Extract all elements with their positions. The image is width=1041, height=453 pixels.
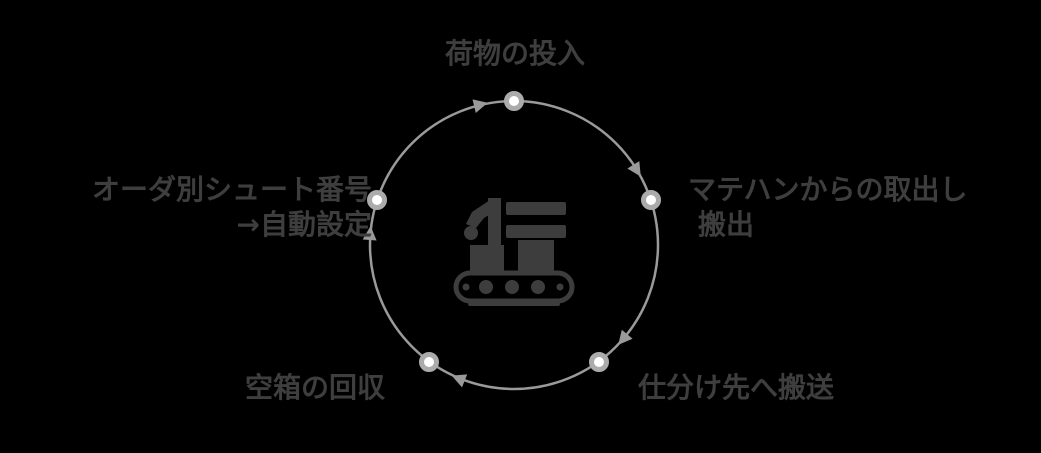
clockwise-arrow-icon	[618, 329, 633, 345]
step-label-top: 荷物の投入	[444, 37, 585, 70]
cycle-node	[589, 352, 609, 372]
step-label-left: オーダ別シュート番号 →自動設定	[40, 172, 372, 242]
cycle-node	[504, 91, 524, 111]
step-label-right-line2: 搬出	[698, 208, 755, 241]
step-label-bottom-right: 仕分け先へ搬送	[638, 371, 835, 404]
clockwise-arrow-icon	[451, 374, 468, 388]
step-label-right: マテハンからの取出し 搬出	[688, 172, 967, 242]
cycle-nodes	[367, 91, 661, 372]
cycle-node	[641, 190, 661, 210]
clockwise-arrow-icon	[362, 226, 377, 241]
sorter-conveyor-icon	[453, 198, 575, 306]
cycle-node	[367, 190, 387, 210]
cycle-node	[419, 352, 439, 372]
clockwise-arrow-icon	[627, 161, 641, 177]
step-label-bottom-left: 空箱の回収	[245, 371, 386, 404]
step-label-left-line1: オーダ別シュート番号	[91, 173, 372, 206]
step-label-left-line2: →自動設定	[236, 208, 372, 241]
step-label-right-line1: マテハンからの取出し	[688, 173, 968, 206]
clockwise-arrow-icons	[362, 99, 641, 388]
clockwise-arrow-icon	[472, 99, 488, 113]
